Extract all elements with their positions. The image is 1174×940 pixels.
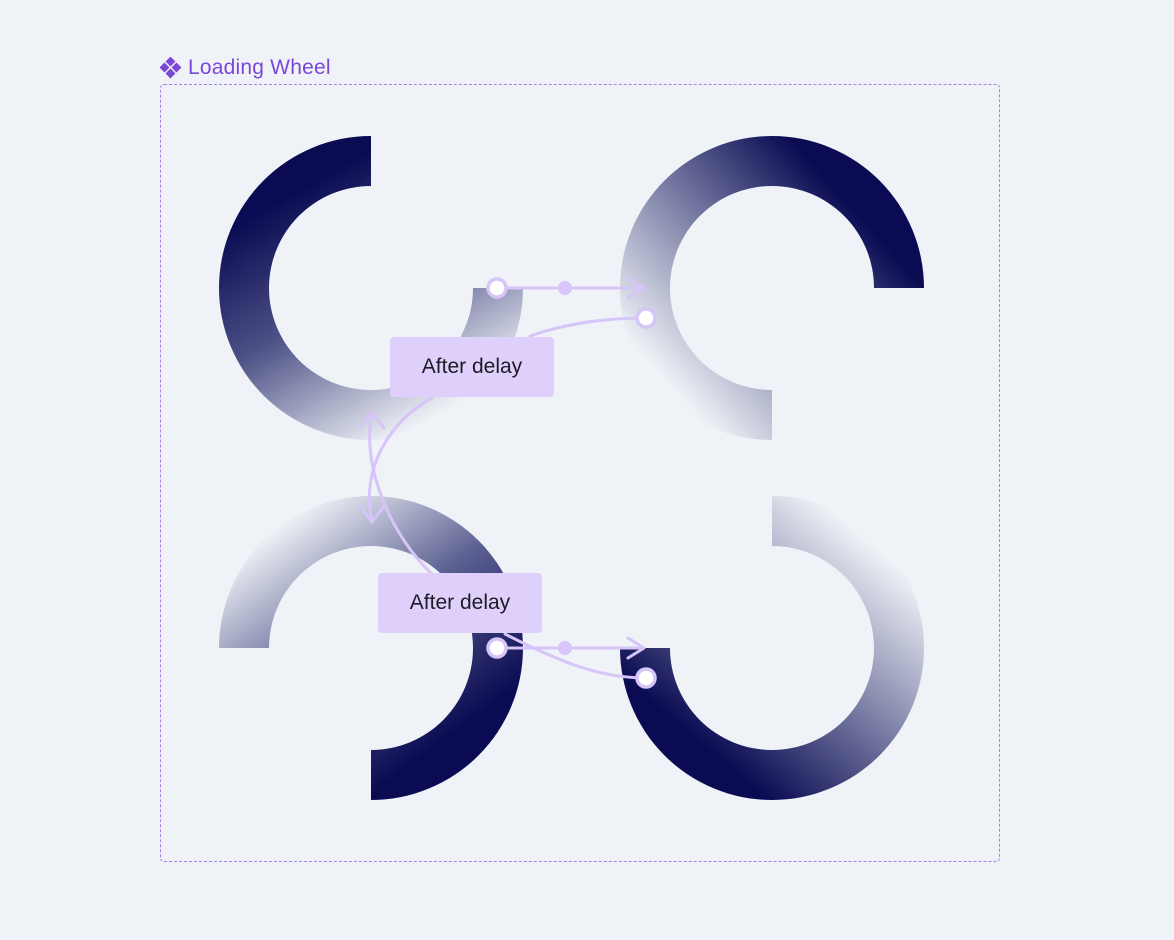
connection-node-bottom-mid [558,641,572,655]
component-name: Loading Wheel [188,56,331,79]
spinner-variant-4 [620,496,924,800]
trigger-label: After delay [409,591,511,614]
arrowhead-top-icon [626,276,646,300]
trigger-after-delay-1[interactable]: After delay [390,337,554,397]
connection-node-bottom-start[interactable] [486,637,508,659]
arrowhead-down-icon [358,504,386,524]
arrowhead-up-icon [358,410,386,430]
connector-bottom-curve[interactable] [503,632,648,680]
component-label[interactable]: Loading Wheel [160,54,331,82]
connection-node-top-mid [558,281,572,295]
connector-cross-2[interactable] [368,410,434,576]
trigger-label: After delay [421,355,523,378]
arrowhead-bottom-icon [626,636,646,660]
component-diamond-icon [160,57,182,79]
connection-node-top-end[interactable] [635,307,657,329]
spinner-variant-2 [620,136,924,440]
connection-node-top-start[interactable] [486,277,508,299]
connector-top-curve[interactable] [528,316,648,338]
trigger-after-delay-2[interactable]: After delay [378,573,542,633]
connection-node-bottom-end[interactable] [635,667,657,689]
connector-cross-1[interactable] [367,396,434,522]
component-frame [160,84,1000,862]
spinner-variant-3 [219,496,523,800]
